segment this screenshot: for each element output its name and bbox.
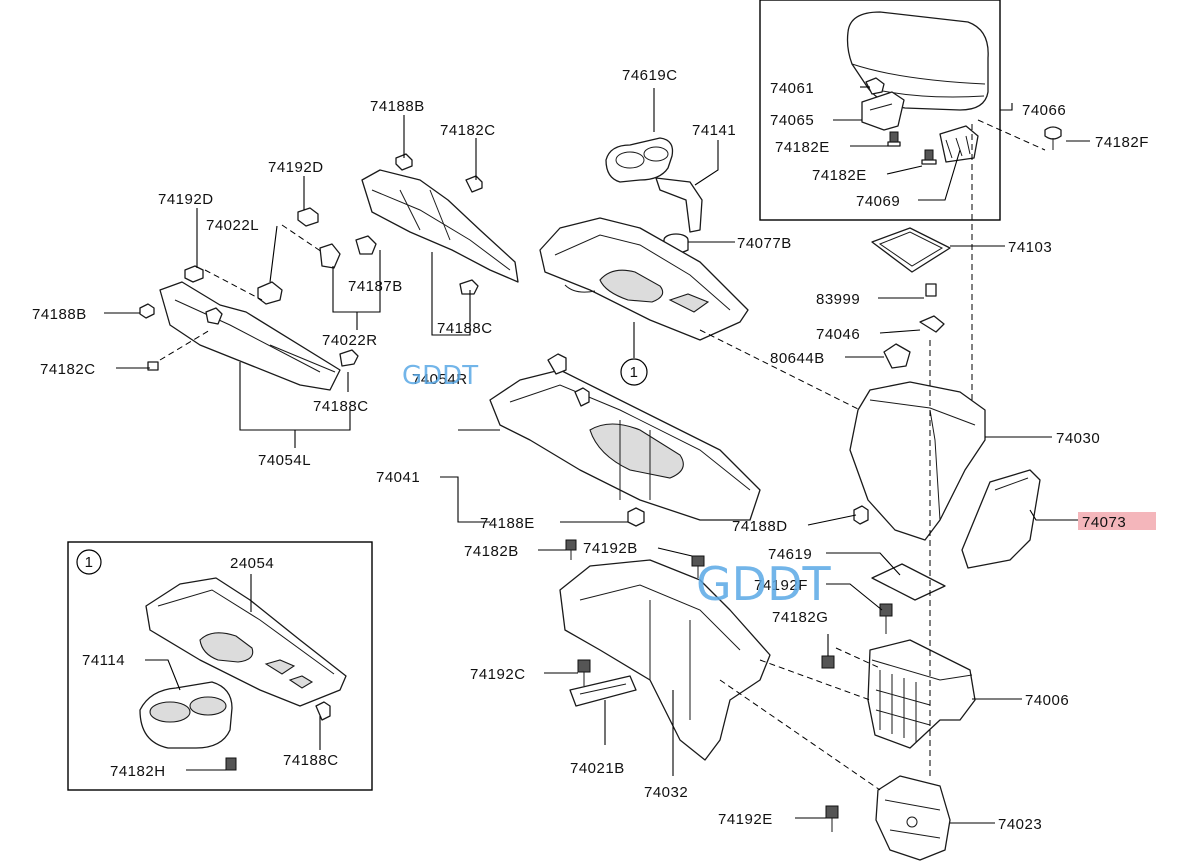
watermark-large: GDDT (696, 557, 831, 611)
trim-piece-74141 (655, 177, 703, 233)
label-74022R: 74022R (322, 332, 378, 349)
inset-box (67, 541, 373, 791)
svg-text:1: 1 (85, 554, 94, 571)
label-74187B: 74187B (348, 278, 403, 295)
label-74069: 74069 (856, 193, 900, 210)
label-74192D-b: 74192D (158, 191, 214, 208)
watermark-small: GDDT (402, 361, 478, 391)
console-upper-trim (539, 217, 749, 341)
side-panel-74054R (361, 153, 519, 295)
label-74032: 74032 (644, 784, 688, 801)
console-lower-74041 (489, 353, 761, 527)
mat-74619 (871, 563, 946, 601)
label-74182B: 74182B (464, 543, 519, 560)
leader-lines (104, 86, 1090, 824)
label-74077B: 74077B (737, 235, 792, 252)
side-panel-74054L (159, 281, 341, 391)
label-74023: 74023 (998, 816, 1042, 833)
label-74188C-left: 74188C (313, 398, 369, 415)
armrest-lid (846, 11, 989, 111)
bracket-74032 (559, 559, 771, 761)
mat-74103 (871, 227, 951, 273)
label-74182E-a: 74182E (775, 139, 830, 156)
label-74188B-left: 74188B (32, 306, 87, 323)
label-74182H: 74182H (110, 763, 166, 780)
label-74103: 74103 (1008, 239, 1052, 256)
label-74192D-a: 74192D (268, 159, 324, 176)
label-74188E: 74188E (480, 515, 535, 532)
label-74022L: 74022L (206, 217, 259, 234)
clips-left (139, 207, 377, 371)
label-74619C: 74619C (622, 67, 678, 84)
label-74182E-b: 74182E (812, 167, 867, 184)
label-74030: 74030 (1056, 430, 1100, 447)
base-bracket-74023 (825, 775, 951, 861)
label-74619: 74619 (768, 546, 812, 563)
storage-box-74006 (867, 639, 976, 749)
part-labels: 74619C 74141 74077B 74188B 74182C 74192D… (32, 67, 1149, 833)
label-74192E: 74192E (718, 811, 773, 828)
inset-cupholder-74114 (139, 681, 233, 749)
label-74073: 74073 (1082, 514, 1126, 531)
label-74054L: 74054L (258, 452, 311, 469)
inset-callout-1: 1 (76, 549, 102, 575)
label-74192F: 74192F (754, 577, 808, 594)
label-74065: 74065 (770, 112, 814, 129)
armrest-hinge-parts (861, 77, 1062, 165)
cupholder-insert (605, 137, 674, 183)
svg-text:1: 1 (630, 364, 639, 381)
rear-console-74030 (849, 283, 986, 541)
label-74188C-inset: 74188C (283, 752, 339, 769)
label-74192C: 74192C (470, 666, 526, 683)
label-74192B: 74192B (583, 540, 638, 557)
label-74054R: 74054R (412, 371, 468, 388)
side-cover-74073 (961, 469, 1041, 569)
label-74041: 74041 (376, 469, 420, 486)
label-74182C-left: 74182C (40, 361, 96, 378)
label-24054: 24054 (230, 555, 274, 572)
label-74182F: 74182F (1095, 134, 1149, 151)
inset-trim-24054 (145, 577, 347, 707)
label-74114: 74114 (82, 652, 125, 669)
label-74182C-top: 74182C (440, 122, 496, 139)
highlight-74073 (1078, 512, 1156, 530)
label-74188C-mid: 74188C (437, 320, 493, 337)
label-83999: 83999 (816, 291, 860, 308)
label-74182G: 74182G (772, 609, 828, 626)
label-74188D: 74188D (732, 518, 788, 535)
label-74188B-top: 74188B (370, 98, 425, 115)
bolts-mid (565, 539, 893, 686)
label-74006: 74006 (1025, 692, 1069, 709)
label-74046: 74046 (816, 326, 860, 343)
label-74066: 74066 (1022, 102, 1066, 119)
callout-1: 1 (620, 358, 648, 386)
label-74141: 74141 (692, 122, 736, 139)
label-74021B: 74021B (570, 760, 625, 777)
label-74061: 74061 (770, 80, 814, 97)
label-80644B: 80644B (770, 350, 825, 367)
inset-fasteners (225, 701, 331, 771)
